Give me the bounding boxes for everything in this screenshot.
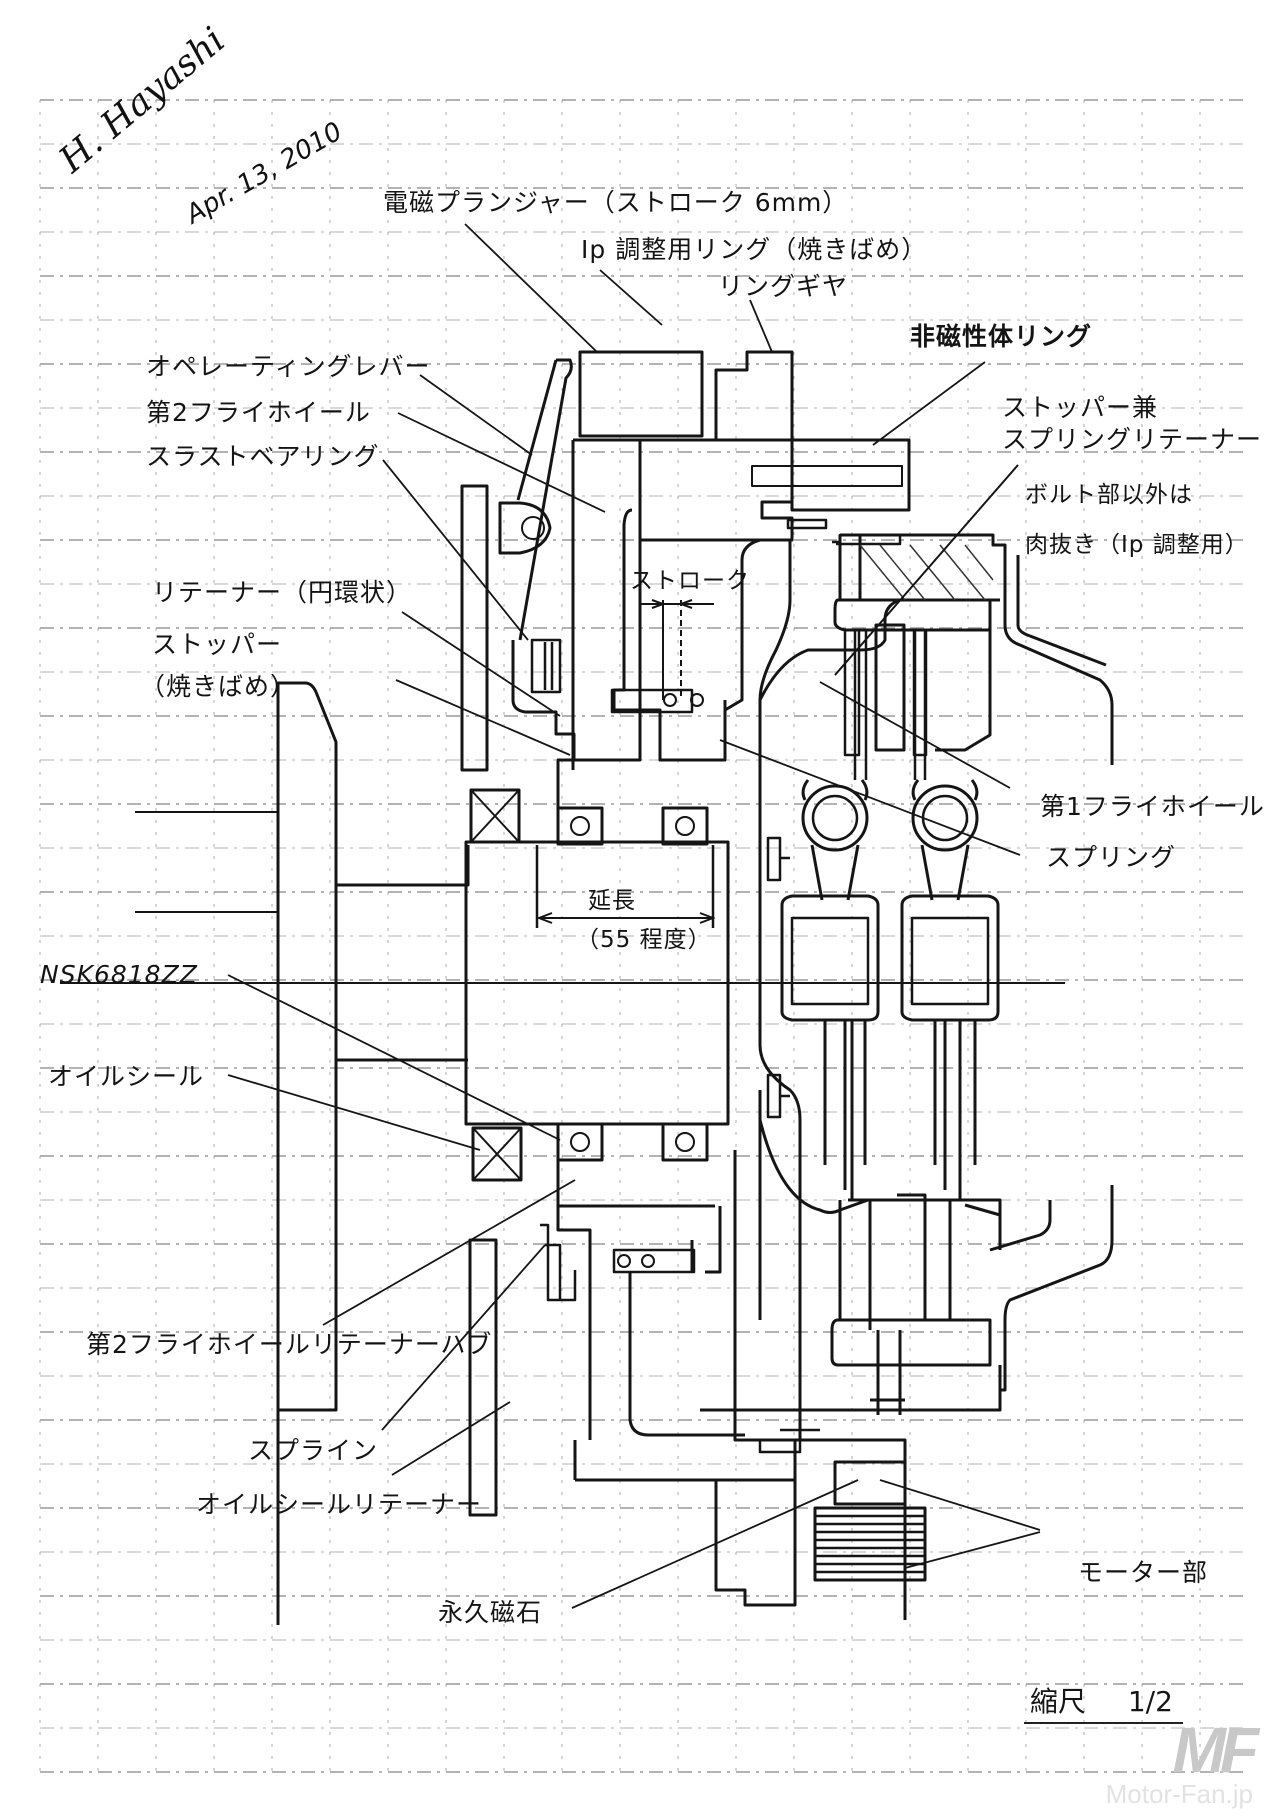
lower-bearing-left	[556, 1122, 604, 1162]
label-stopper-spring-retainer-line2: スプリングリテーナー	[1002, 425, 1263, 454]
ip-adjust-ring	[714, 350, 794, 442]
label-oil-seal-retainer: オイルシールリテーナー	[196, 1490, 483, 1519]
label-lightening-note-line2: 肉抜き（Ip 調整用）	[1025, 532, 1249, 558]
hatch-lightening	[859, 544, 994, 601]
crank-flange	[276, 681, 470, 1625]
counterweight-block	[838, 533, 1007, 625]
lower-base	[830, 1318, 992, 1415]
disc-2	[874, 623, 906, 752]
motor-housing	[573, 1438, 907, 1620]
thrust-bearing	[530, 638, 562, 694]
leader-lines	[227, 223, 1041, 1609]
second-flywheel-retainer-hub	[556, 1160, 715, 1440]
assembly-outline	[60, 350, 1114, 1625]
lower-rods	[823, 1020, 977, 1200]
stroke-cavity	[612, 508, 790, 762]
label-spring: スプリング	[1046, 843, 1177, 872]
lower-oil-seal	[471, 1126, 523, 1182]
bearing-ball	[570, 1132, 590, 1152]
label-stopper: ストッパー	[152, 630, 283, 659]
scale-value: 1/2	[1127, 1685, 1173, 1718]
extension-dimension	[536, 912, 716, 924]
label-spline: スプライン	[248, 1436, 379, 1465]
watermark-text: Motor-Fan.jp	[1105, 1779, 1253, 1809]
oil-seal-retainer-bar	[468, 1238, 498, 1517]
label-extension-amount: （55 程度）	[576, 927, 712, 953]
watermark-mark: MF	[1172, 1714, 1259, 1786]
case-bolt-upper	[766, 836, 790, 882]
operating-lever	[516, 358, 573, 641]
watermark-logo: MF Motor-Fan.jp	[1105, 1714, 1259, 1809]
label-first-flywheel: 第1フライホイール	[1040, 792, 1265, 821]
label-extension: 延長	[588, 888, 636, 914]
motor-coil-windings	[815, 1514, 925, 1574]
label-stopper-spring-retainer-line1: ストッパー兼	[1002, 393, 1159, 422]
label-stopper-shrinkfit: （焼きばめ）	[140, 672, 297, 701]
label-solenoid-plunger: 電磁プランジャー（ストローク 6mm）	[383, 188, 849, 217]
crankcase-right-wall	[733, 540, 802, 1442]
solenoid-plunger	[578, 350, 704, 438]
permanent-magnet-block	[833, 1460, 907, 1506]
lever-pivot-bracket	[460, 484, 489, 772]
housing-right-wall	[1003, 555, 1114, 765]
label-thrust-bearing: スラストベアリング	[146, 442, 380, 471]
bolt-upper	[751, 465, 903, 487]
first-flywheel-lower	[758, 1119, 920, 1214]
retainer-annular	[511, 640, 576, 760]
lower-disc-pack	[838, 1193, 1002, 1330]
label-oil-seal: オイルシール	[48, 1062, 205, 1091]
housing-lower-right	[989, 1185, 1114, 1392]
grid-paper	[39, 99, 1245, 1775]
bearing-ball	[570, 816, 590, 836]
scale-note: 縮尺 1/2	[1024, 1680, 1183, 1724]
upper-bearing-left	[556, 806, 604, 846]
oil-seal-retainer	[540, 1223, 577, 1302]
label-retainer-annular: リテーナー（円環状）	[152, 578, 413, 607]
lower-stroke-pin	[612, 1248, 696, 1274]
con-rod-left	[801, 779, 869, 901]
inner-frame-top	[833, 598, 992, 752]
label-bearing-model: NSK6818ZZ	[40, 960, 198, 989]
scale-label: 縮尺	[1030, 1685, 1087, 1718]
label-permanent-magnet: 永久磁石	[438, 1598, 543, 1627]
bearing-ball	[675, 816, 695, 836]
piston-right	[900, 894, 1000, 1022]
lever-pivot	[498, 501, 552, 555]
label-nonmagnetic-ring: 非磁性体リング	[910, 322, 1093, 351]
label-stroke: ストローク	[630, 568, 750, 594]
nonmagnetic-ring	[790, 438, 911, 512]
label-second-flywheel-retainer-hub: 第2フライホイールリテーナーハブ	[86, 1330, 493, 1359]
disc-1	[843, 628, 861, 757]
plunger-body	[574, 438, 794, 542]
case-bolt-lower	[766, 1073, 790, 1119]
bearing-ball	[675, 1132, 695, 1152]
label-ip-adjust-ring: Ip 調整用リング（焼きばめ）	[581, 235, 928, 264]
upper-oil-seal	[469, 788, 521, 844]
label-lightening-note-line1: ボルト部以外は	[1025, 482, 1193, 508]
piston-left	[780, 894, 880, 1022]
label-operating-lever: オペレーティングレバー	[146, 352, 431, 381]
label-ring-gear: リングギヤ	[718, 272, 849, 301]
label-motor-section: モーター部	[1078, 1558, 1209, 1587]
stroke-dimension	[640, 599, 714, 700]
upper-bearing-right	[661, 806, 709, 846]
label-second-flywheel: 第2フライホイール	[146, 398, 371, 427]
con-rod-right	[911, 779, 979, 901]
first-flywheel-upper	[758, 598, 1000, 701]
motor-coil	[813, 1506, 927, 1582]
lower-bearing-right	[661, 1122, 709, 1162]
